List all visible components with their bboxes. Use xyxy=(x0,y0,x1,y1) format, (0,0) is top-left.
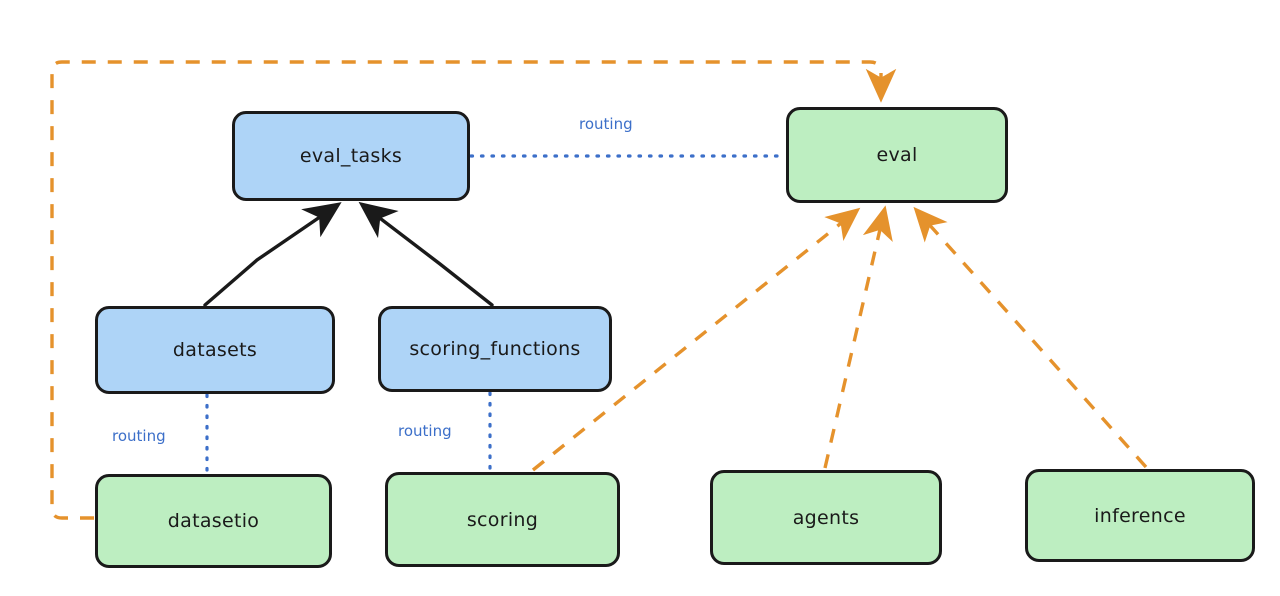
node-label: inference xyxy=(1094,504,1186,527)
node-datasetio[interactable]: datasetio xyxy=(95,474,332,568)
edge-label-routing-scoring-functions-scoring: routing xyxy=(398,422,452,440)
edge-datasets-to-eval-tasks xyxy=(203,202,342,307)
edge-agents-to-eval xyxy=(823,205,893,469)
node-datasets[interactable]: datasets xyxy=(95,306,335,394)
edge-scoring-functions-to-eval-tasks xyxy=(358,201,494,307)
edge-scoring-to-eval xyxy=(531,207,861,472)
node-label: agents xyxy=(792,506,860,529)
node-eval-tasks[interactable]: eval_tasks xyxy=(232,111,470,201)
node-label: scoring xyxy=(466,508,539,531)
node-scoring[interactable]: scoring xyxy=(385,472,620,567)
edge-label-routing-eval-tasks-eval: routing xyxy=(579,115,633,133)
node-inference[interactable]: inference xyxy=(1025,469,1255,562)
node-label: eval_tasks xyxy=(299,145,403,167)
node-agents[interactable]: agents xyxy=(710,470,942,565)
node-label: scoring_functions xyxy=(409,338,581,360)
edge-label-routing-datasets-datasetio: routing xyxy=(112,427,166,445)
node-eval[interactable]: eval xyxy=(786,107,1008,203)
node-label: datasets xyxy=(172,339,258,361)
node-label: eval xyxy=(876,144,918,166)
node-label: datasetio xyxy=(167,510,260,532)
node-scoring-functions[interactable]: scoring_functions xyxy=(378,306,612,392)
edge-inference-to-eval xyxy=(913,206,1148,469)
edge-datasetio-to-eval xyxy=(50,60,897,520)
